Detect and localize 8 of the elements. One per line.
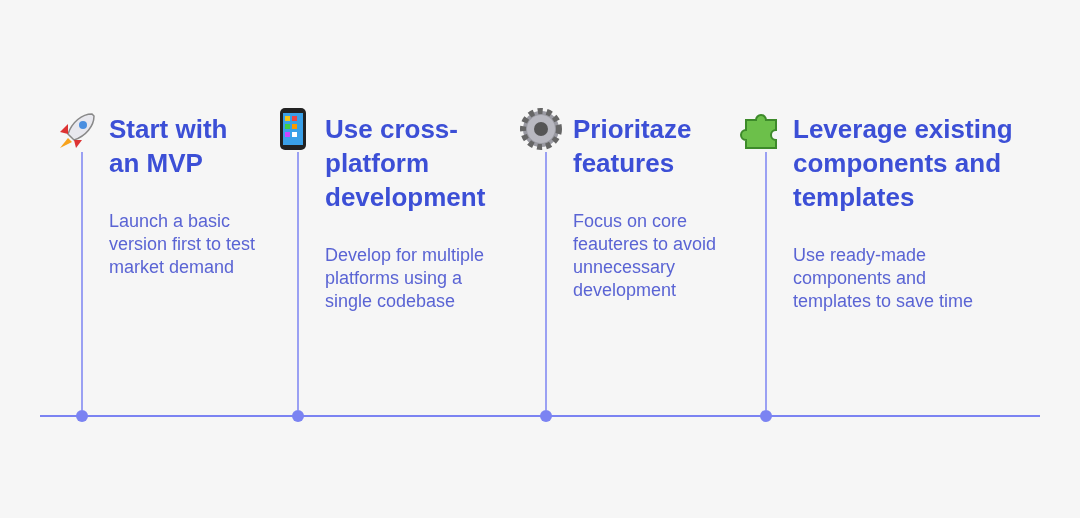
milestone-heading: Start with an MVP bbox=[109, 113, 229, 180]
milestone-description: Launch a basic version first to test market demand bbox=[109, 210, 257, 279]
milestone-description: Develop for multiple platforms using a single codebase bbox=[325, 244, 486, 313]
milestone-description: Use ready-made components and templates to save time bbox=[793, 244, 975, 313]
milestone-heading: Leverage existing components and templates bbox=[793, 113, 1014, 214]
milestone-heading: Prioritaze features bbox=[573, 113, 693, 180]
milestone-heading: Use cross-platform development bbox=[325, 113, 487, 214]
milestone-description: Focus on core feauteres to avoid unnecessary development bbox=[573, 210, 718, 302]
